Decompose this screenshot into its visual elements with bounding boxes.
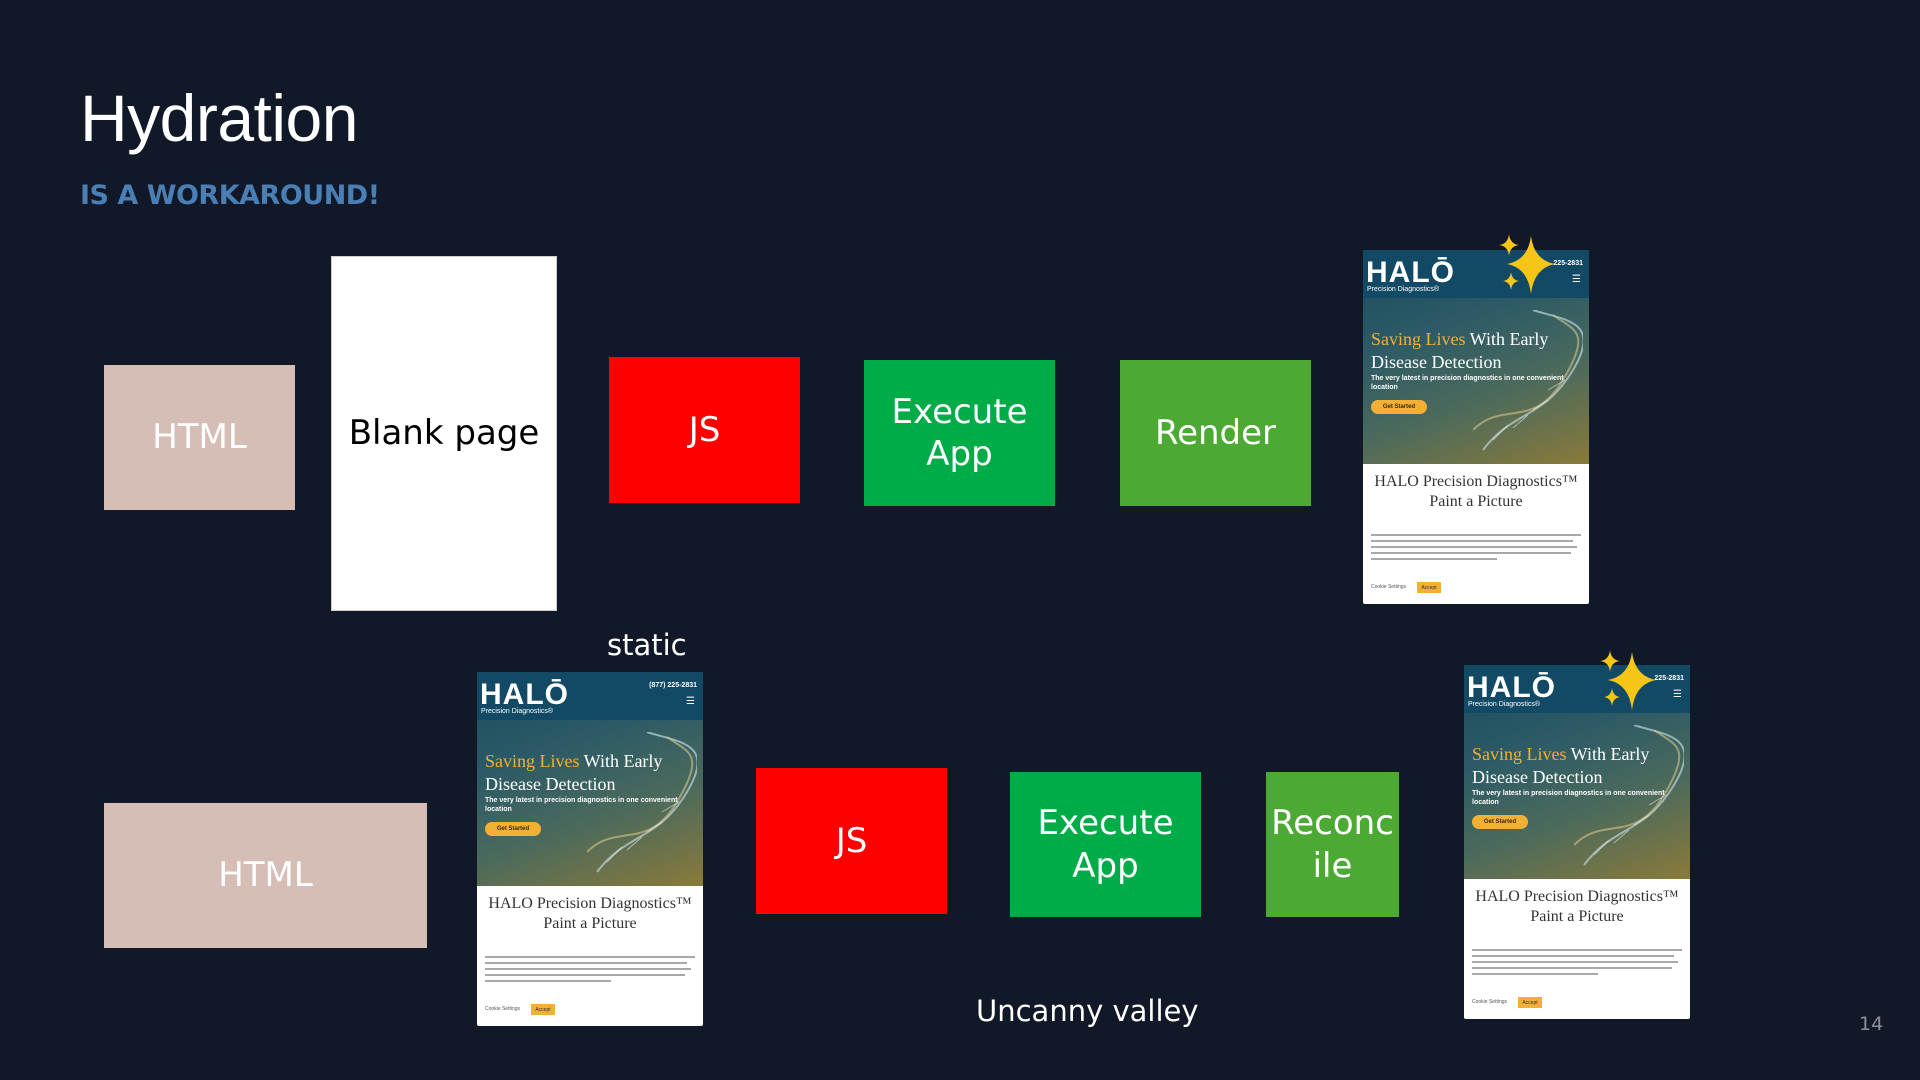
hero-headline-rest: With Early Disease Detection <box>485 751 663 794</box>
page-number: 14 <box>1859 1013 1884 1035</box>
section-title: HALO Precision Diagnostics™ Paint a Pict… <box>1374 473 1578 510</box>
slide-title: Hydration <box>80 81 358 155</box>
uncanny-valley-label: Uncanny valley <box>976 994 1199 1028</box>
get-started-button: Get Started <box>1371 400 1427 414</box>
site-phone: 225-2831 <box>1654 675 1684 682</box>
static-label: static <box>607 628 687 662</box>
row2-execute-app-box: Execute App <box>1010 772 1201 917</box>
hamburger-menu-icon: ☰ <box>686 696 695 707</box>
dna-helix-icon <box>1473 310 1583 451</box>
row1-execute-app-label: Execute App <box>891 391 1028 475</box>
cookie-bar: Cookie Settings Accept <box>485 1004 695 1016</box>
row1-js-box: JS <box>609 357 800 503</box>
sparkles-icon <box>1600 650 1656 710</box>
sparkles-icon <box>1499 234 1555 294</box>
hero-headline-highlight: Saving Lives <box>1472 744 1567 764</box>
cookie-settings-link: Cookie Settings <box>1472 999 1508 1005</box>
hero-headline: Saving Lives With Early Disease Detectio… <box>1371 328 1586 374</box>
section-title: HALO Precision Diagnostics™ Paint a Pict… <box>1475 888 1679 925</box>
row2-reconcile-label: Reconcile <box>1271 803 1394 886</box>
hero-headline-rest: With Early Disease Detection <box>1472 744 1650 787</box>
row1-render-label: Render <box>1154 412 1277 453</box>
row1-html-box: HTML <box>104 365 295 510</box>
accept-button: Accept <box>1417 582 1441 593</box>
cookie-bar: Cookie Settings Accept <box>1371 582 1581 594</box>
hero-headline: Saving Lives With Early Disease Detectio… <box>1472 743 1687 789</box>
site-logo-subtitle: Precision Diagnostics® <box>1468 701 1541 708</box>
row2-static-website-thumbnail: HALŌ Precision Diagnostics® (877) 225-28… <box>477 672 703 1026</box>
hamburger-menu-icon: ☰ <box>1673 689 1682 700</box>
cookie-text-lines <box>1472 949 1682 979</box>
row2-hydrated-website-thumbnail: HALŌ Precision Diagnostics® 225-2831 ☰ S… <box>1464 665 1690 1019</box>
row1-blank-page-box: Blank page <box>331 256 557 611</box>
row2-js-box: JS <box>756 768 947 914</box>
slide-subtitle: IS A WORKAROUND! <box>80 180 380 211</box>
row2-js-label: JS <box>835 820 868 861</box>
site-logo: HALŌ <box>480 678 569 711</box>
cookie-settings-link: Cookie Settings <box>485 1006 521 1012</box>
row1-js-label: JS <box>688 409 721 450</box>
row2-execute-app-label: Execute App <box>1037 803 1174 886</box>
site-logo-subtitle: Precision Diagnostics® <box>1367 286 1440 293</box>
dna-helix-icon <box>1574 725 1684 866</box>
hero-lead-text: The very latest in precision diagnostics… <box>1371 375 1564 391</box>
site-header <box>1464 665 1690 713</box>
site-phone: (877) 225-2831 <box>649 682 697 689</box>
site-phone: 225-2831 <box>1553 260 1583 267</box>
cookie-text-lines <box>485 956 695 986</box>
accept-button: Accept <box>1518 997 1542 1008</box>
site-header <box>1363 250 1589 298</box>
hero-lead-text: The very latest in precision diagnostics… <box>485 797 678 813</box>
row2-html-box: HTML <box>104 803 427 948</box>
site-logo-subtitle: Precision Diagnostics® <box>481 708 554 715</box>
dna-helix-icon <box>587 732 697 873</box>
row1-blank-page-label: Blank page <box>348 413 540 454</box>
get-started-button: Get Started <box>1472 815 1528 829</box>
row1-website-thumbnail: HALŌ Precision Diagnostics® 225-2831 ☰ S… <box>1363 250 1589 604</box>
hero-headline: Saving Lives With Early Disease Detectio… <box>485 750 700 796</box>
hamburger-menu-icon: ☰ <box>1572 274 1581 285</box>
cookie-text-lines <box>1371 534 1581 564</box>
site-logo: HALŌ <box>1467 671 1556 704</box>
hero-lead-text: The very latest in precision diagnostics… <box>1472 790 1665 806</box>
row1-html-label: HTML <box>152 417 247 458</box>
row1-render-box: Render <box>1120 360 1311 506</box>
row1-execute-app-box: Execute App <box>864 360 1055 506</box>
hero-headline-highlight: Saving Lives <box>485 751 580 771</box>
site-header <box>477 672 703 720</box>
cookie-settings-link: Cookie Settings <box>1371 584 1407 590</box>
row2-html-label: HTML <box>218 855 313 896</box>
row2-reconcile-box: Reconcile <box>1266 772 1399 917</box>
site-logo: HALŌ <box>1366 256 1455 289</box>
hero-headline-highlight: Saving Lives <box>1371 329 1466 349</box>
section-title: HALO Precision Diagnostics™ Paint a Pict… <box>488 895 692 932</box>
cookie-bar: Cookie Settings Accept <box>1472 997 1682 1009</box>
hero-headline-rest: With Early Disease Detection <box>1371 329 1549 372</box>
get-started-button: Get Started <box>485 822 541 836</box>
accept-button: Accept <box>531 1004 555 1015</box>
